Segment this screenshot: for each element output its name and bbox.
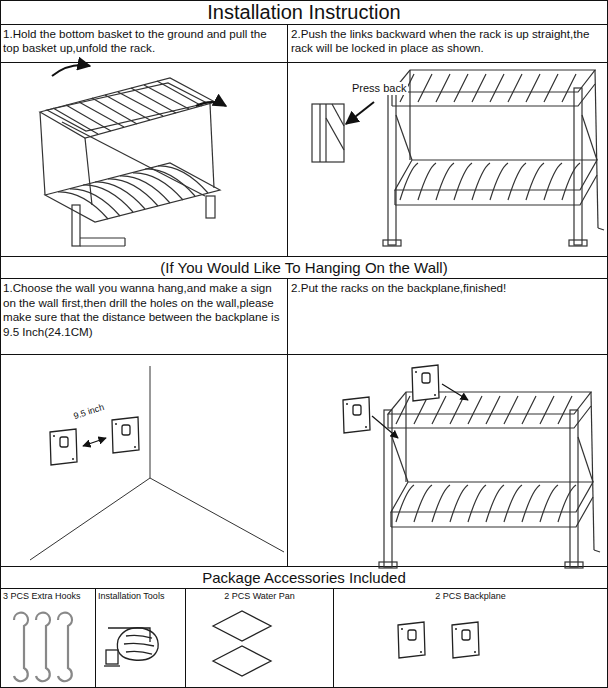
s-hooks [14, 613, 72, 682]
step-text: 2.Push the links backward when the rack … [288, 25, 608, 62]
node-text: Package Accessories Included [1, 567, 607, 588]
node-text: 1.Hold the bottom basket to the ground a… [3, 27, 284, 55]
press-arrow [346, 102, 374, 124]
wall-corner [30, 366, 284, 560]
step-text: 2.Put the racks on the backplane,finishe… [288, 279, 608, 309]
dimension-label: 9.5 inch [70, 401, 107, 422]
accessory-cell: 3 PCS Extra Hooks [1, 589, 95, 605]
title-band: Installation Instruction [0, 1, 608, 24]
mount-arrow [442, 384, 468, 400]
title-text: Installation Instruction [0, 1, 608, 24]
motion-arrow [196, 102, 226, 106]
accessory-cell: Installation Tools [96, 589, 185, 605]
node-text: 2.Put the racks on the backplane,finishe… [291, 281, 605, 295]
step-text: 1.Hold the bottom basket to the ground a… [0, 25, 287, 62]
rack-unfolding [40, 78, 220, 246]
accessory-cell: 2 PCS Backplane [334, 589, 607, 605]
hex-key-tool [104, 628, 158, 666]
accessory-cell: 2 PCS Water Pan [186, 589, 333, 605]
zoom-inset [312, 104, 344, 162]
section-band: (If You Would Like To Hanging On the Wal… [0, 257, 608, 278]
section-band: Package Accessories Included [0, 567, 608, 588]
node-text: Installation Tools [98, 590, 183, 602]
node-text: 2 PCS Water Pan [188, 590, 331, 602]
node-text: 1.Choose the wall you wanna hang,and mak… [3, 281, 284, 339]
motion-arrow [52, 65, 90, 76]
step-text: 1.Choose the wall you wanna hang,and mak… [0, 279, 287, 354]
node-text: 2 PCS Backplane [336, 590, 605, 602]
callout-label: Press back [350, 82, 408, 95]
node-text: 3 PCS Extra Hooks [3, 590, 93, 602]
node-text: (If You Would Like To Hanging On the Wal… [1, 257, 607, 278]
water-pan [213, 611, 271, 676]
distance-arrow [83, 438, 106, 446]
node-text: 2.Push the links backward when the rack … [291, 27, 605, 55]
mount-arrow [372, 416, 398, 438]
